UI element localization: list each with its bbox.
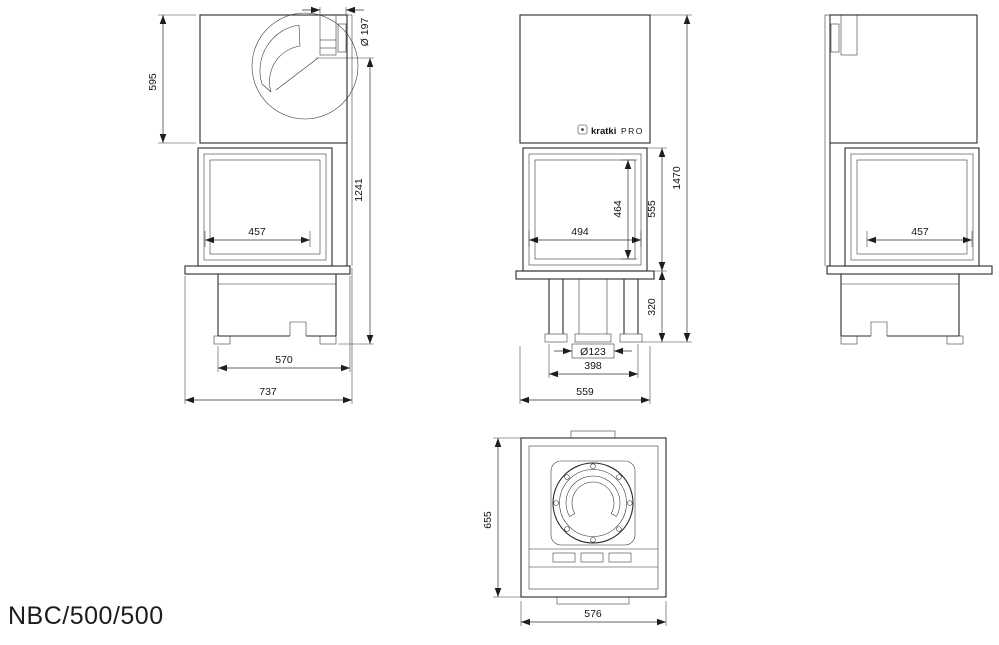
svg-text:737: 737 bbox=[259, 386, 277, 398]
bottom-tab bbox=[556, 596, 630, 605]
glass-frame bbox=[850, 153, 974, 261]
base-notch bbox=[289, 321, 307, 336]
dim-glass-height: 464 bbox=[612, 159, 637, 260]
dim-base-height: 320 bbox=[642, 271, 692, 343]
damper-blade bbox=[275, 57, 319, 91]
dim-glass-depth: 457 bbox=[204, 226, 311, 247]
dim-flue-diameter: Ø 197 bbox=[302, 6, 371, 47]
svg-text:570: 570 bbox=[275, 354, 293, 366]
bolt bbox=[590, 537, 596, 543]
foot bbox=[840, 335, 858, 345]
dim-glass-depth: 457 bbox=[866, 226, 973, 247]
kratki-logo-icon bbox=[577, 124, 588, 135]
svg-text:1241: 1241 bbox=[353, 178, 365, 202]
firebox-outline bbox=[844, 147, 980, 267]
svg-text:Ø123: Ø123 bbox=[580, 346, 606, 358]
dim-total-depth: 737 bbox=[184, 268, 353, 404]
plinth bbox=[184, 265, 351, 275]
vent bbox=[608, 552, 632, 563]
left-side-view: 595 Ø 197 1241 457 570 bbox=[147, 6, 374, 404]
dim-hood-height: 595 bbox=[147, 14, 196, 144]
dim-inlet-diameter: Ø123 bbox=[554, 343, 632, 359]
svg-text:457: 457 bbox=[248, 226, 266, 238]
firebox-outline bbox=[522, 147, 648, 272]
foot bbox=[319, 335, 337, 345]
model-designation: NBC/500/500 bbox=[8, 602, 164, 630]
hood-outline bbox=[199, 14, 348, 144]
dim-firebox-height: 555 bbox=[646, 147, 667, 272]
flue-mount-plate bbox=[550, 460, 636, 546]
brand-name: kratki bbox=[591, 126, 616, 137]
flue-opening-inner bbox=[559, 469, 627, 537]
svg-text:655: 655 bbox=[482, 511, 494, 529]
front-view: kratki PRO Ø123 464 bbox=[515, 14, 692, 404]
svg-text:Ø 197: Ø 197 bbox=[359, 18, 371, 47]
damper-arc-outer bbox=[259, 24, 300, 85]
foot bbox=[619, 333, 643, 343]
dim-total-width: 559 bbox=[519, 346, 651, 404]
svg-text:559: 559 bbox=[576, 386, 594, 398]
flue-stub bbox=[840, 14, 858, 56]
glass-pane bbox=[856, 159, 968, 255]
damper-arc-inner bbox=[269, 45, 301, 93]
hood-outline bbox=[519, 14, 651, 144]
hood-outline bbox=[829, 14, 978, 144]
bolt bbox=[590, 463, 596, 469]
right-side-view: 457 bbox=[824, 14, 993, 345]
svg-text:320: 320 bbox=[646, 298, 658, 316]
bolt bbox=[564, 474, 570, 480]
vent bbox=[552, 552, 576, 563]
body-inner bbox=[528, 445, 659, 590]
vent bbox=[580, 552, 604, 563]
top-view: 655 576 bbox=[482, 430, 667, 626]
glass-frame bbox=[528, 153, 642, 266]
dim-base-depth: 570 bbox=[217, 276, 351, 372]
dim-flue-height: 1241 bbox=[316, 57, 374, 345]
svg-text:555: 555 bbox=[646, 200, 658, 218]
dim-depth: 655 bbox=[482, 437, 521, 598]
glass-frame bbox=[203, 153, 327, 261]
glass-pane bbox=[534, 159, 636, 260]
damper-detail-circle bbox=[251, 12, 359, 120]
brand-series: PRO bbox=[621, 126, 644, 136]
glass-pane bbox=[209, 159, 321, 255]
bolt bbox=[616, 526, 622, 532]
dim-total-height: 1470 bbox=[650, 14, 692, 342]
plinth bbox=[515, 270, 655, 280]
kratki-logo-icon-dot bbox=[581, 128, 584, 131]
bolt bbox=[564, 526, 570, 532]
dim-glass-width: 494 bbox=[528, 226, 642, 247]
svg-text:457: 457 bbox=[911, 226, 929, 238]
base-notch bbox=[870, 321, 888, 336]
plinth bbox=[826, 265, 993, 275]
firebox-outline bbox=[197, 147, 333, 267]
bolt bbox=[553, 500, 559, 506]
svg-text:398: 398 bbox=[584, 360, 602, 372]
dim-base-width: 398 bbox=[548, 344, 639, 378]
foot bbox=[544, 333, 568, 343]
svg-text:494: 494 bbox=[571, 226, 589, 238]
dim-width: 576 bbox=[520, 601, 667, 626]
brand-logo: kratki PRO bbox=[577, 124, 644, 137]
foot bbox=[213, 335, 231, 345]
top-tab bbox=[570, 430, 616, 439]
svg-text:595: 595 bbox=[147, 73, 159, 91]
svg-text:464: 464 bbox=[612, 200, 624, 218]
flue-opening-outer bbox=[552, 462, 634, 544]
air-inlet-flange bbox=[574, 333, 612, 343]
damper-horseshoe-outer bbox=[565, 475, 621, 517]
foot bbox=[946, 335, 964, 345]
damper-horseshoe-inner bbox=[571, 481, 615, 514]
svg-text:576: 576 bbox=[584, 608, 602, 620]
flue-stub bbox=[319, 14, 337, 56]
body-outline bbox=[520, 437, 667, 598]
bolt bbox=[616, 474, 622, 480]
svg-text:1470: 1470 bbox=[671, 166, 683, 190]
bolt bbox=[627, 500, 633, 506]
